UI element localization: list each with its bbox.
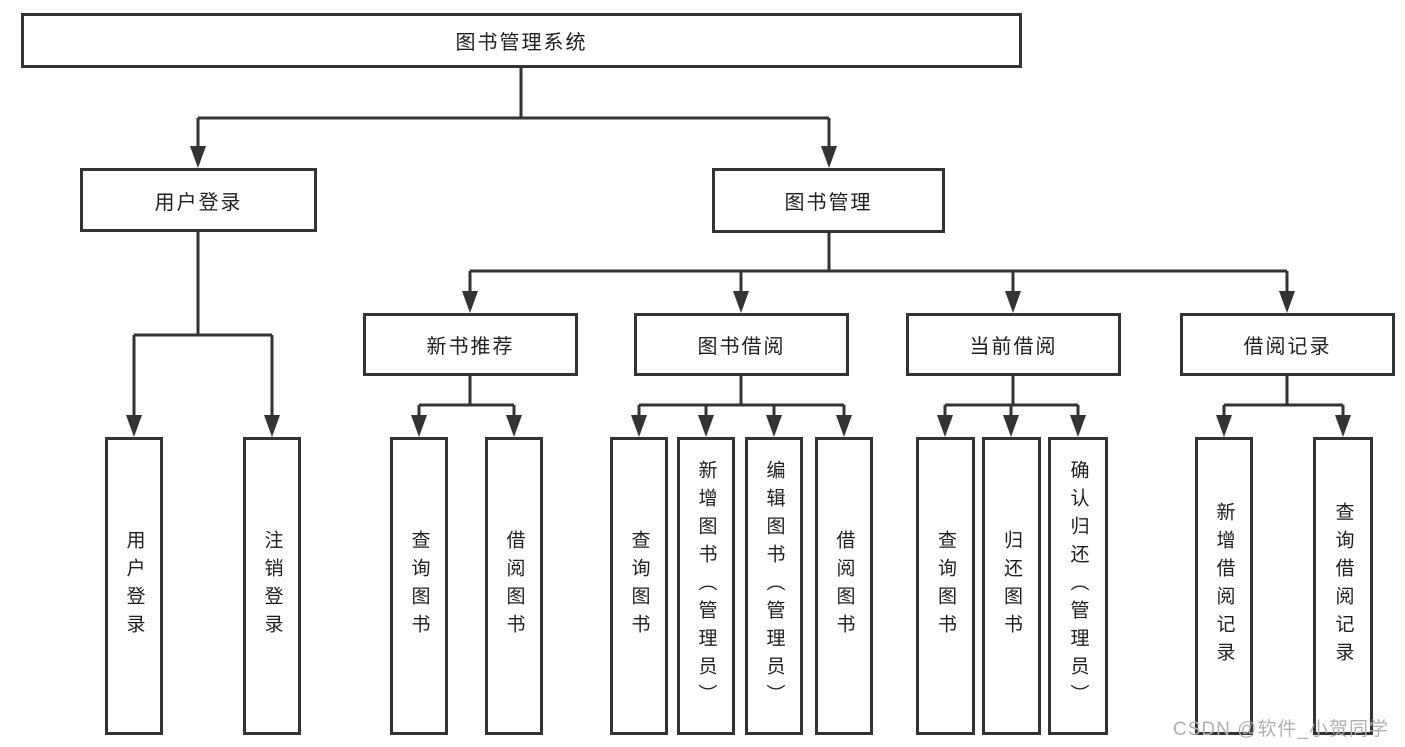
arrowhead-icon	[766, 415, 782, 437]
leaf-query-books-3-label: 查询图书	[935, 530, 956, 642]
arrowhead-icon	[1216, 415, 1232, 437]
arrowhead-icon	[631, 415, 647, 437]
leaf-query-books-3: 查询图书	[916, 437, 975, 735]
node-new-book-recommend-label: 新书推荐	[426, 336, 515, 358]
leaf-logout: 注销登录	[243, 437, 301, 735]
arrowhead-icon	[264, 415, 280, 437]
arrowhead-icon	[733, 291, 749, 313]
arrowhead-icon	[506, 415, 522, 437]
arrowhead-icon	[821, 146, 837, 168]
node-borrowing-records-label: 借阅记录	[1243, 336, 1332, 358]
node-root: 图书管理系统	[21, 13, 1022, 68]
leaf-confirm-return-admin: 确认归还（管理员）	[1048, 437, 1108, 735]
node-user-login: 用户登录	[80, 168, 317, 232]
leaf-borrow-books-1-label: 借阅图书	[503, 530, 525, 642]
leaf-add-books-admin: 新增图书（管理员）	[677, 437, 735, 735]
arrowhead-icon	[937, 415, 953, 437]
leaf-add-borrow-record-label: 新增借阅记录	[1213, 502, 1235, 670]
node-borrowing-records: 借阅记录	[1180, 313, 1395, 376]
csdn-watermark: CSDN @软件_小贺同学	[1173, 719, 1389, 740]
node-user-login-label: 用户登录	[154, 191, 243, 214]
node-root-label: 图书管理系统	[455, 32, 588, 54]
arrowhead-icon	[1279, 291, 1295, 313]
leaf-query-books-2-label: 查询图书	[628, 530, 650, 642]
leaf-user-login-label: 用户登录	[123, 530, 145, 642]
node-new-book-recommend: 新书推荐	[363, 313, 578, 376]
leaf-query-books-1-label: 查询图书	[408, 530, 430, 642]
arrowhead-icon	[836, 415, 852, 437]
leaf-add-borrow-record: 新增借阅记录	[1195, 437, 1253, 735]
leaf-borrow-books-2: 借阅图书	[815, 437, 873, 735]
leaf-query-books-1: 查询图书	[390, 437, 448, 735]
node-book-borrowing-label: 图书借阅	[697, 336, 786, 358]
leaf-return-books: 归还图书	[982, 437, 1041, 735]
arrowhead-icon	[462, 291, 478, 313]
leaf-confirm-return-admin-label: 确认归还（管理员）	[1067, 460, 1089, 712]
arrowhead-icon	[1005, 291, 1021, 313]
leaf-add-books-admin-label: 新增图书（管理员）	[695, 460, 717, 712]
arrowhead-icon	[411, 415, 427, 437]
node-book-management: 图书管理	[712, 168, 945, 233]
leaf-borrow-books-1: 借阅图书	[485, 437, 543, 735]
arrowhead-icon	[1335, 415, 1351, 437]
leaf-logout-label: 注销登录	[261, 530, 283, 642]
arrowhead-icon	[1070, 415, 1086, 437]
node-book-management-label: 图书管理	[784, 192, 873, 214]
node-current-borrowing: 当前借阅	[906, 313, 1121, 376]
leaf-query-books-2: 查询图书	[610, 437, 668, 735]
arrowhead-icon	[698, 415, 714, 437]
arrowhead-icon	[190, 146, 206, 168]
leaf-return-books-label: 归还图书	[1001, 530, 1022, 642]
leaf-user-login: 用户登录	[105, 437, 163, 735]
node-current-borrowing-label: 当前借阅	[969, 336, 1058, 358]
arrowhead-icon	[126, 415, 142, 437]
leaf-edit-books-admin-label: 编辑图书（管理员）	[763, 460, 785, 712]
arrowhead-icon	[1003, 415, 1019, 437]
leaf-query-borrow-record: 查询借阅记录	[1313, 437, 1373, 735]
node-book-borrowing: 图书借阅	[634, 313, 849, 376]
leaf-borrow-books-2-label: 借阅图书	[833, 530, 855, 642]
leaf-edit-books-admin: 编辑图书（管理员）	[745, 437, 803, 735]
leaf-query-borrow-record-label: 查询借阅记录	[1332, 502, 1354, 670]
